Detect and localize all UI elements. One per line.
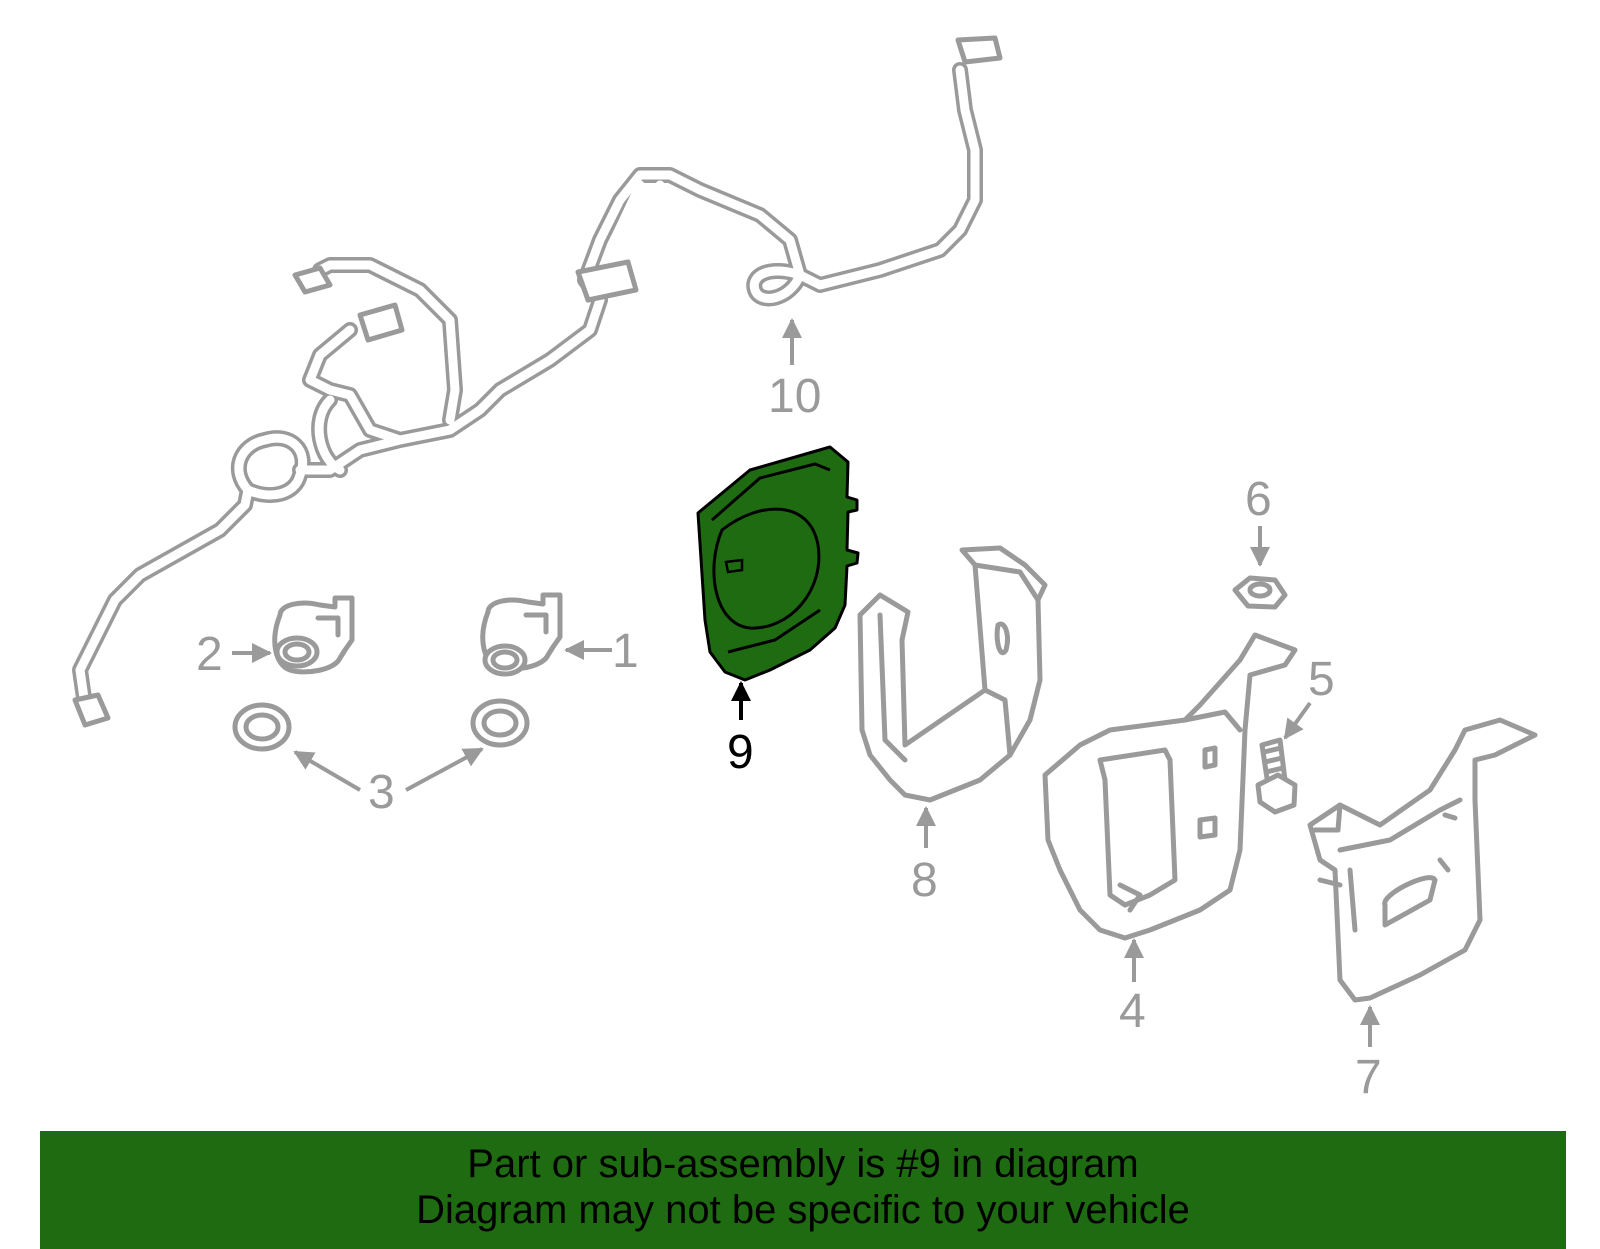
wiring-harness-part-10 [72, 35, 1003, 728]
parking-sensor-part-2 [272, 595, 355, 675]
bracket-part-4 [1042, 632, 1298, 941]
grommet-part-3-left [232, 702, 292, 752]
callout-6: 6 [1245, 473, 1272, 526]
leader-3a [293, 750, 362, 792]
grommet-part-3-right [470, 698, 530, 748]
parking-sensor-part-1 [480, 592, 563, 677]
banner-line-2: Diagram may not be specific to your vehi… [416, 1188, 1190, 1232]
bolt-part-5 [1255, 737, 1298, 815]
bracket-part-8 [857, 545, 1048, 803]
callout-5: 5 [1308, 653, 1335, 706]
callout-2: 2 [196, 628, 223, 681]
leader-3b [405, 747, 484, 792]
callout-8: 8 [911, 854, 938, 907]
banner-line-1: Part or sub-assembly is #9 in diagram [467, 1142, 1139, 1186]
callout-3: 3 [368, 766, 395, 819]
highlight-banner: Part or sub-assembly is #9 in diagram Di… [40, 1131, 1566, 1249]
callout-1: 1 [612, 625, 639, 678]
callout-7: 7 [1355, 1051, 1382, 1104]
nut-part-6 [1232, 575, 1288, 610]
bracket-part-7 [1307, 717, 1538, 1003]
leader-5 [1283, 701, 1312, 740]
callout-9: 9 [727, 726, 754, 779]
callout-10: 10 [768, 370, 821, 423]
callout-4: 4 [1119, 985, 1146, 1038]
leader-lines [232, 318, 1380, 1047]
sensor-cover-part-9-highlighted [696, 445, 860, 682]
